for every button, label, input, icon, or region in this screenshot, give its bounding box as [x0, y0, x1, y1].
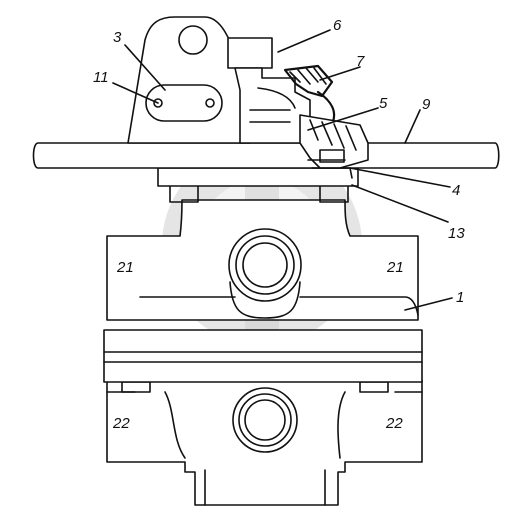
label-9: 9 [422, 96, 431, 113]
label-7: 7 [356, 53, 365, 70]
upper-housing [106, 183, 419, 321]
label-3: 3 [113, 29, 122, 46]
label-6: 6 [333, 17, 342, 34]
middle-plate [103, 329, 423, 383]
label-21-left: 21 [116, 259, 134, 276]
label-22-left: 22 [112, 415, 130, 432]
label-1: 1 [456, 289, 464, 306]
label-13: 13 [448, 225, 465, 242]
mounting-flange [32, 142, 500, 169]
label-5: 5 [379, 95, 388, 112]
callout-labels: 3 11 6 7 5 9 4 13 1 21 21 22 22 [93, 17, 465, 432]
label-4: 4 [452, 182, 460, 199]
base-ring [157, 167, 359, 187]
leader-lines [112, 29, 453, 311]
bracket [127, 16, 251, 144]
label-22-right: 22 [385, 415, 403, 432]
label-21-right: 21 [386, 259, 404, 276]
valve-section [299, 114, 369, 179]
label-11: 11 [93, 69, 109, 86]
piston-cap [227, 37, 311, 144]
lower-housing [106, 379, 423, 506]
